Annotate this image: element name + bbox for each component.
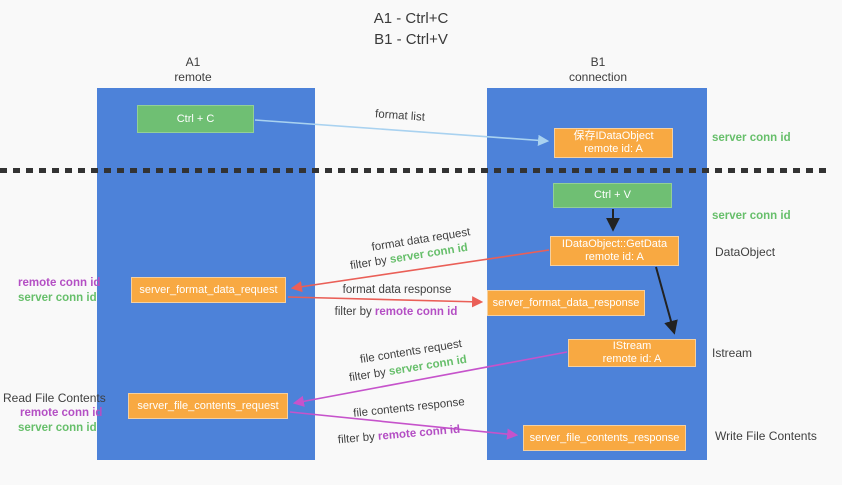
left-label-read-file-contents: Read File Contents: [3, 391, 106, 405]
remote-conn-id-text: remote conn id: [374, 306, 458, 318]
filter-by-prefix: filter by: [337, 430, 379, 447]
box-getdata-line1: IDataObject::GetData: [561, 238, 668, 250]
title-line-2: B1 - Ctrl+V: [374, 31, 448, 48]
box-file-request-label: server_file_contents_request: [137, 399, 279, 412]
right-column-name: B1: [590, 55, 606, 69]
left-column-header: A1 remote: [133, 55, 253, 85]
right-label-write-file-contents: Write File Contents: [715, 429, 817, 443]
box-format-response-label: server_format_data_response: [492, 296, 640, 309]
right-label-dataobject: DataObject: [715, 245, 776, 259]
filter-by-prefix: filter by: [334, 306, 375, 318]
box-ctrl-v: Ctrl + V: [553, 183, 672, 208]
box-server-format-data-response: server_format_data_response: [487, 290, 645, 316]
box-server-file-contents-request: server_file_contents_request: [128, 393, 288, 419]
box-save-dataobject-line2: remote id: A: [584, 143, 643, 155]
left-column-role: remote: [174, 70, 212, 84]
right-label-server-conn-id-2: server conn id: [712, 210, 791, 222]
title-line-1: A1 - Ctrl+C: [373, 10, 449, 27]
label-format-list: format list: [374, 108, 426, 124]
remote-conn-id-text: remote conn id: [377, 423, 461, 443]
box-ctrl-v-label: Ctrl + V: [594, 189, 631, 201]
diagram-title: A1 - Ctrl+C B1 - Ctrl+V: [321, 8, 501, 50]
box-istream: IStream remote id: A: [568, 339, 696, 367]
box-ctrl-c-label: Ctrl + C: [176, 112, 215, 125]
right-label-server-conn-id-1: server conn id: [712, 132, 791, 144]
left-label-server-conn-id-1: server conn id: [18, 292, 97, 304]
right-column-role: connection: [568, 70, 628, 84]
left-label-remote-conn-id-1: remote conn id: [18, 277, 101, 289]
left-label-server-conn-id-2: server conn id: [18, 422, 97, 434]
label-filter-by-remote-2: filter by remote conn id: [337, 424, 460, 447]
box-getdata-line2: remote id: A: [585, 251, 644, 263]
filter-by-prefix: filter by: [349, 254, 391, 273]
left-label-remote-conn-id-2: remote conn id: [20, 407, 103, 419]
box-file-response-label: server_file_contents_response: [529, 431, 680, 444]
filter-by-prefix: filter by: [348, 366, 390, 385]
label-file-contents-response: file contents response: [352, 396, 466, 420]
box-getdata: IDataObject::GetData remote id: A: [550, 236, 679, 266]
right-column-header: B1 connection: [538, 55, 658, 85]
box-istream-line2: remote id: A: [602, 353, 662, 365]
box-server-file-contents-response: server_file_contents_response: [523, 425, 686, 451]
right-label-istream: Istream: [712, 346, 753, 360]
box-server-format-data-request: server_format_data_request: [131, 277, 286, 303]
left-column-name: A1: [185, 55, 201, 69]
box-save-dataobject: 保存IDataObject remote id: A: [554, 128, 673, 158]
box-ctrl-c: Ctrl + C: [137, 105, 254, 133]
label-filter-by-remote-1: filter by remote conn id: [335, 306, 458, 318]
box-save-dataobject-line1: 保存IDataObject: [573, 130, 654, 142]
box-istream-line1: IStream: [612, 340, 652, 352]
box-format-request-label: server_format_data_request: [139, 283, 278, 296]
label-format-data-response: format data response: [342, 284, 452, 296]
arrow-format-data-response: [287, 296, 484, 308]
